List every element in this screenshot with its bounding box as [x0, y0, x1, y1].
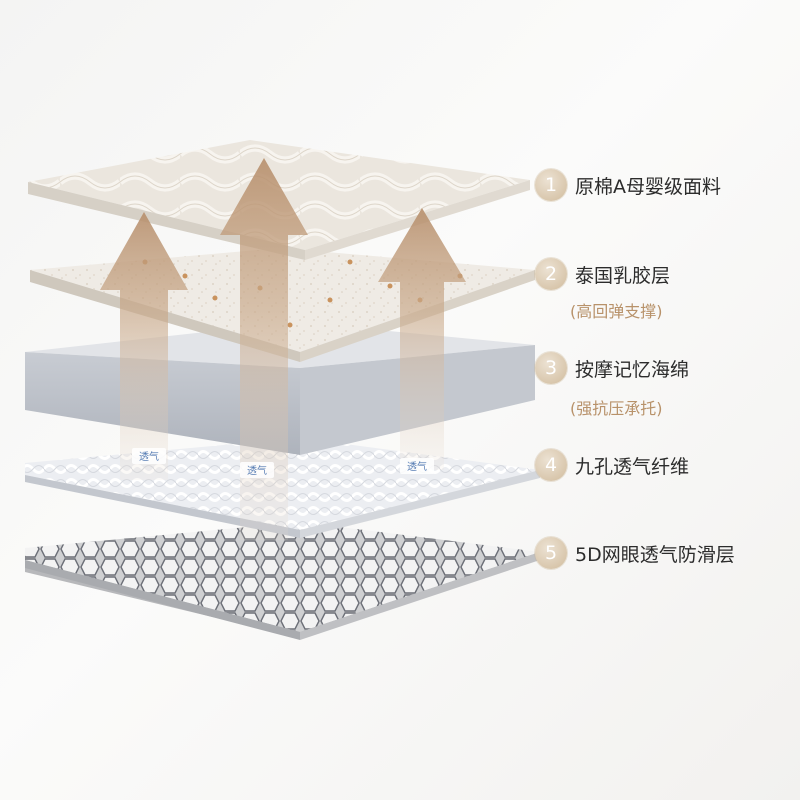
layer-title: 泰国乳胶层: [575, 264, 671, 287]
legend-item-4: 4 九孔透气纤维: [535, 449, 689, 481]
legend-item-2: 2 泰国乳胶层: [535, 258, 670, 290]
layer-title: 原棉A母婴级面料: [575, 175, 721, 198]
number-badge: 2: [535, 258, 567, 290]
layer-title: 九孔透气纤维: [575, 455, 690, 478]
number-badge: 4: [535, 449, 567, 481]
fiber-tag: 透气: [400, 458, 434, 474]
layer-title: 5D网眼透气防滑层: [575, 543, 735, 566]
svg-text:透气: 透气: [139, 450, 159, 463]
layer-subtitle: (高回弹支撑): [570, 302, 663, 321]
svg-text:透气: 透气: [407, 460, 427, 473]
number-badge: 5: [535, 537, 567, 569]
layer-subtitle: (强抗压承托): [570, 399, 663, 418]
number-badge: 3: [535, 352, 567, 384]
number-badge: 1: [535, 169, 567, 201]
legend-item-1: 1 原棉A母婴级面料: [535, 169, 721, 201]
legend-item-5: 5 5D网眼透气防滑层: [535, 537, 735, 569]
fiber-tag: 透气: [132, 448, 166, 464]
layer-title: 按摩记忆海绵: [575, 358, 690, 381]
vent-arrows: [100, 158, 466, 540]
svg-text:透气: 透气: [247, 464, 267, 477]
legend-item-3: 3 按摩记忆海绵: [535, 352, 689, 384]
layer-5-mesh: [25, 522, 540, 640]
fiber-tag: 透气: [240, 462, 274, 478]
